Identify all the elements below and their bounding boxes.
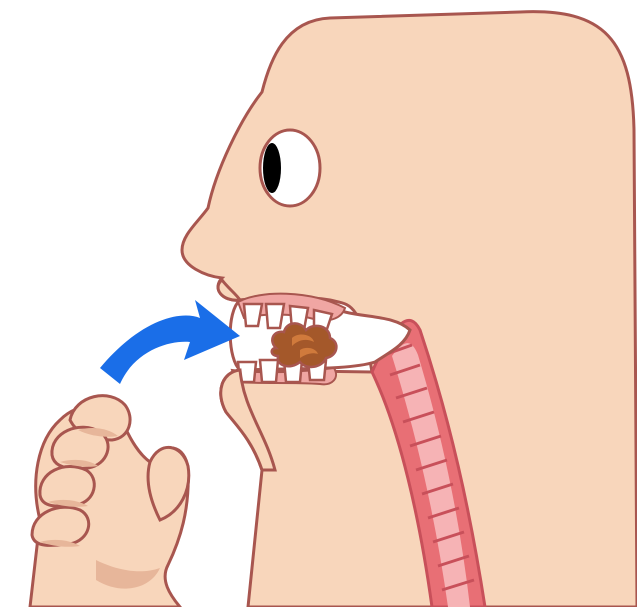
hand-icon <box>30 396 189 607</box>
eye <box>260 130 320 206</box>
arrow-into-mouth-icon <box>100 300 240 384</box>
